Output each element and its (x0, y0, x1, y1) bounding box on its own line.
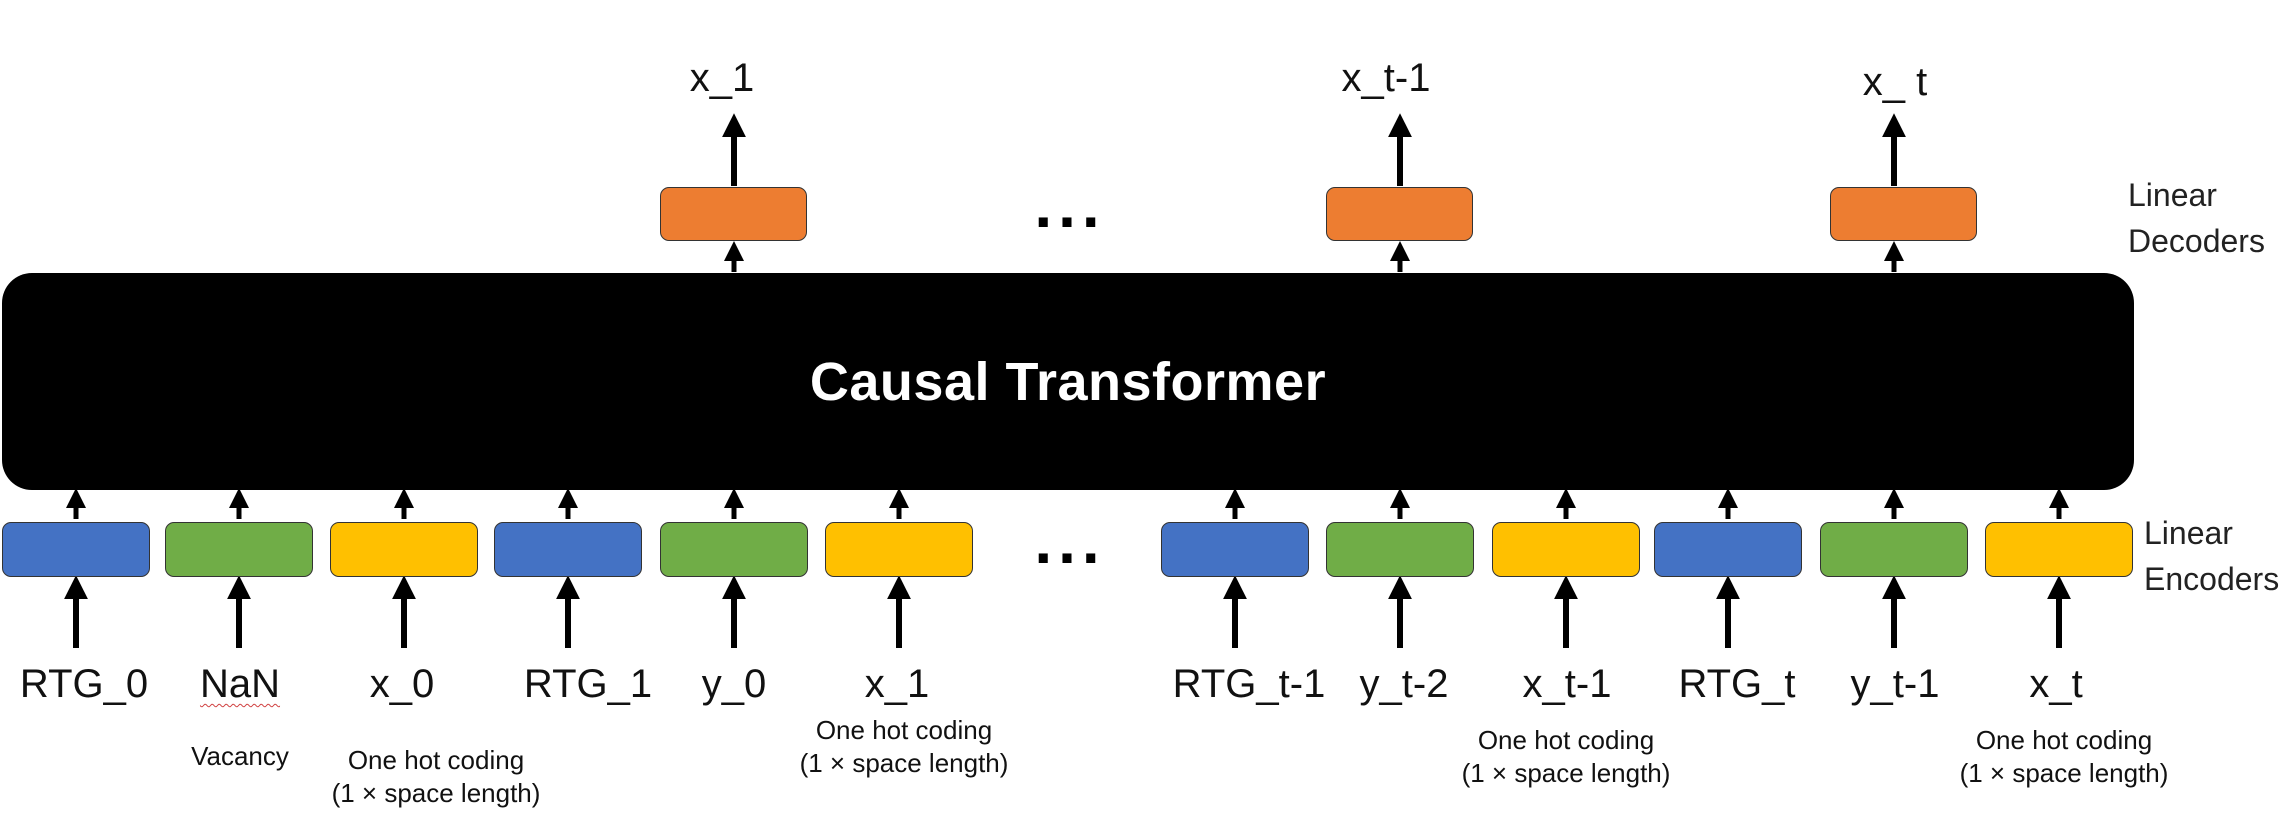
note-one-hot-x0: One hot coding (1 × space length) (332, 744, 541, 810)
encoder-block-y0 (660, 522, 808, 577)
note-one-hot-x1-line-1: One hot coding (815, 715, 993, 745)
output-label-xt: x_ t (1862, 60, 1928, 104)
token-label-yt-1: y_t-1 (1850, 662, 1940, 706)
token-label-rtg0: RTG_0 (19, 662, 149, 706)
token-label-rtg1: RTG_1 (523, 662, 653, 706)
token-label-nan: NaN (199, 662, 281, 706)
encoder-block-rtg0 (2, 522, 150, 577)
token-label-xt: x_t (2029, 662, 2083, 706)
linear-encoders-line-1: Linear (2144, 515, 2233, 551)
note-one-hot-x0-line-2: (1 × space length) (331, 778, 541, 808)
token-label-x1: x_1 (864, 662, 930, 706)
note-vacancy: Vacancy (191, 741, 289, 771)
linear-decoders-label: Linear Decoders (2128, 172, 2265, 264)
encoder-block-rtgt (1654, 522, 1802, 577)
output-label-x1: x_1 (689, 56, 755, 100)
token-label-x0: x_0 (369, 662, 435, 706)
note-one-hot-x1-line-2: (1 × space length) (799, 748, 1009, 778)
causal-transformer-block: Causal Transformer (2, 273, 2134, 490)
note-one-hot-xt-1: One hot coding (1 × space length) (1462, 724, 1671, 790)
output-label-xt-1: x_t-1 (1341, 56, 1431, 100)
decoder-block-xt-1 (1326, 187, 1473, 241)
linear-decoders-line-1: Linear (2128, 177, 2217, 213)
encoder-block-rtg1 (494, 522, 642, 577)
encoder-ellipsis: ... (1034, 505, 1106, 577)
note-one-hot-xt-line-1: One hot coding (1975, 725, 2153, 755)
note-one-hot-xt-1-line-2: (1 × space length) (1461, 758, 1671, 788)
decoder-block-xt (1830, 187, 1977, 241)
encoder-block-xt-1 (1492, 522, 1640, 577)
note-one-hot-xt: One hot coding (1 × space length) (1960, 724, 2169, 790)
note-one-hot-x1: One hot coding (1 × space length) (800, 714, 1009, 780)
encoder-block-x0 (330, 522, 478, 577)
note-one-hot-xt-line-2: (1 × space length) (1959, 758, 2169, 788)
encoder-block-nan (165, 522, 313, 577)
encoder-block-yt-1 (1820, 522, 1968, 577)
linear-decoders-line-2: Decoders (2128, 223, 2265, 259)
token-label-y0: y_0 (701, 662, 767, 706)
token-label-rtgt: RTG_t (1678, 662, 1796, 706)
decoder-ellipsis: ... (1034, 169, 1106, 241)
linear-encoders-line-2: Encoders (2144, 561, 2280, 597)
token-label-xt-1: x_t-1 (1522, 662, 1612, 706)
note-one-hot-xt-1-line-1: One hot coding (1477, 725, 1655, 755)
token-label-yt-2: y_t-2 (1359, 662, 1449, 706)
encoder-block-yt-2 (1326, 522, 1474, 577)
encoder-block-x1 (825, 522, 973, 577)
decoder-block-x1 (660, 187, 807, 241)
encoder-block-rtgt-1 (1161, 522, 1309, 577)
linear-encoders-label: Linear Encoders (2144, 510, 2279, 602)
note-one-hot-x0-line-1: One hot coding (347, 745, 525, 775)
token-label-rtgt-1: RTG_t-1 (1172, 662, 1326, 706)
causal-transformer-title: Causal Transformer (809, 351, 1327, 412)
encoder-block-xt (1985, 522, 2133, 577)
